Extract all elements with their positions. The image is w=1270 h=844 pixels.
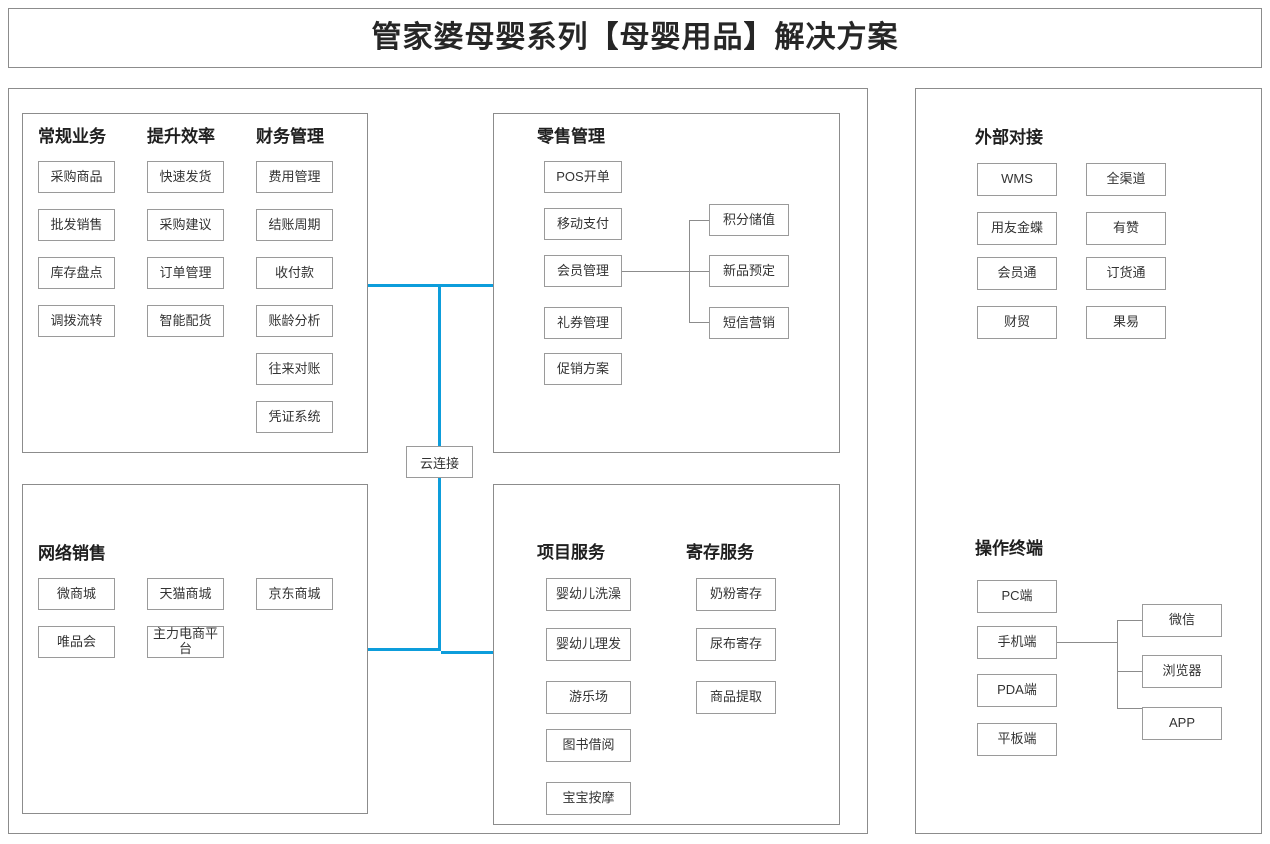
node-inventory-count[interactable]: 库存盘点 bbox=[38, 257, 115, 289]
node-order-management[interactable]: 订单管理 bbox=[147, 257, 224, 289]
node-milk-powder-storage[interactable]: 奶粉寄存 bbox=[696, 578, 776, 611]
heading-storage-services: 寄存服务 bbox=[686, 543, 754, 562]
node-infant-bath[interactable]: 婴幼儿洗澡 bbox=[546, 578, 631, 611]
terminal-tree-spine bbox=[1117, 620, 1118, 708]
node-infant-haircut[interactable]: 婴幼儿理发 bbox=[546, 628, 631, 661]
heading-regular-business: 常规业务 bbox=[38, 127, 106, 146]
cloud-connection-label: 云连接 bbox=[419, 455, 459, 471]
node-mobile-payment[interactable]: 移动支付 bbox=[544, 208, 622, 240]
node-baby-massage[interactable]: 宝宝按摩 bbox=[546, 782, 631, 815]
node-smart-allocation[interactable]: 智能配货 bbox=[147, 305, 224, 337]
node-pc-terminal[interactable]: PC端 bbox=[977, 580, 1057, 613]
cloud-line-vertical-lower bbox=[438, 477, 441, 651]
node-transfer-flow[interactable]: 调拨流转 bbox=[38, 305, 115, 337]
terminal-tree-trunk bbox=[1057, 642, 1117, 643]
node-main-ecommerce-platform[interactable]: 主力电商平台 bbox=[147, 626, 224, 658]
node-jd-mall[interactable]: 京东商城 bbox=[256, 578, 333, 610]
cloud-line-top-right bbox=[441, 284, 495, 287]
heading-retail-management: 零售管理 bbox=[537, 127, 605, 146]
member-tree-trunk bbox=[622, 271, 689, 272]
node-vip-shop[interactable]: 唯品会 bbox=[38, 626, 115, 658]
node-coupon-management[interactable]: 礼券管理 bbox=[544, 307, 622, 339]
node-browser[interactable]: 浏览器 bbox=[1142, 655, 1222, 688]
terminal-tree-branch-1 bbox=[1117, 620, 1142, 621]
node-promotion-plan[interactable]: 促销方案 bbox=[544, 353, 622, 385]
terminal-tree-branch-2 bbox=[1117, 671, 1142, 672]
heading-project-services: 项目服务 bbox=[537, 543, 605, 562]
node-finance-trade[interactable]: 财贸 bbox=[977, 306, 1057, 339]
node-tmall-mall[interactable]: 天猫商城 bbox=[147, 578, 224, 610]
node-member-management[interactable]: 会员管理 bbox=[544, 255, 622, 287]
node-book-borrowing[interactable]: 图书借阅 bbox=[546, 729, 631, 762]
node-expense-management[interactable]: 费用管理 bbox=[256, 161, 333, 193]
node-settlement-cycle[interactable]: 结账周期 bbox=[256, 209, 333, 241]
node-tablet-terminal[interactable]: 平板端 bbox=[977, 723, 1057, 756]
heading-external-integration: 外部对接 bbox=[975, 128, 1043, 147]
title-bar: 管家婆母婴系列【母婴用品】解决方案 bbox=[8, 8, 1262, 68]
member-tree-branch-3 bbox=[689, 322, 709, 323]
node-member-pass[interactable]: 会员通 bbox=[977, 257, 1057, 290]
node-mobile-terminal[interactable]: 手机端 bbox=[977, 626, 1057, 659]
node-wechat[interactable]: 微信 bbox=[1142, 604, 1222, 637]
node-new-product-reservation[interactable]: 新品预定 bbox=[709, 255, 789, 287]
cloud-line-vertical-upper bbox=[438, 284, 441, 448]
cloud-line-bottom-right bbox=[441, 651, 495, 654]
node-wms[interactable]: WMS bbox=[977, 163, 1057, 196]
heading-finance: 财务管理 bbox=[256, 127, 324, 146]
node-goods-pickup[interactable]: 商品提取 bbox=[696, 681, 776, 714]
node-yonyou-kingdee[interactable]: 用友金蝶 bbox=[977, 212, 1057, 245]
node-voucher-system[interactable]: 凭证系统 bbox=[256, 401, 333, 433]
cloud-line-top-left bbox=[368, 284, 441, 287]
member-tree-branch-2 bbox=[689, 271, 709, 272]
node-order-pass[interactable]: 订货通 bbox=[1086, 257, 1166, 290]
heading-online-sales: 网络销售 bbox=[38, 544, 106, 563]
node-purchase-advice[interactable]: 采购建议 bbox=[147, 209, 224, 241]
page-title: 管家婆母婴系列【母婴用品】解决方案 bbox=[371, 21, 899, 54]
node-receipt-payment[interactable]: 收付款 bbox=[256, 257, 333, 289]
node-points-storage[interactable]: 积分储值 bbox=[709, 204, 789, 236]
node-wholesale-sales[interactable]: 批发销售 bbox=[38, 209, 115, 241]
node-pda-terminal[interactable]: PDA端 bbox=[977, 674, 1057, 707]
node-sms-marketing[interactable]: 短信营销 bbox=[709, 307, 789, 339]
node-app[interactable]: APP bbox=[1142, 707, 1222, 740]
node-playground[interactable]: 游乐场 bbox=[546, 681, 631, 714]
cloud-connection-node[interactable]: 云连接 bbox=[406, 446, 473, 478]
node-purchase-goods[interactable]: 采购商品 bbox=[38, 161, 115, 193]
member-tree-branch-1 bbox=[689, 220, 709, 221]
node-wechat-mall[interactable]: 微商城 bbox=[38, 578, 115, 610]
node-aging-analysis[interactable]: 账龄分析 bbox=[256, 305, 333, 337]
cloud-line-bottom-left bbox=[368, 648, 441, 651]
terminal-tree-branch-3 bbox=[1117, 708, 1142, 709]
node-guoyi[interactable]: 果易 bbox=[1086, 306, 1166, 339]
node-pos-billing[interactable]: POS开单 bbox=[544, 161, 622, 193]
heading-terminals: 操作终端 bbox=[975, 539, 1043, 558]
node-fast-shipping[interactable]: 快速发货 bbox=[147, 161, 224, 193]
heading-efficiency: 提升效率 bbox=[147, 127, 215, 146]
node-omnichannel[interactable]: 全渠道 bbox=[1086, 163, 1166, 196]
node-diaper-storage[interactable]: 尿布寄存 bbox=[696, 628, 776, 661]
node-youzan[interactable]: 有赞 bbox=[1086, 212, 1166, 245]
node-reconciliation[interactable]: 往来对账 bbox=[256, 353, 333, 385]
